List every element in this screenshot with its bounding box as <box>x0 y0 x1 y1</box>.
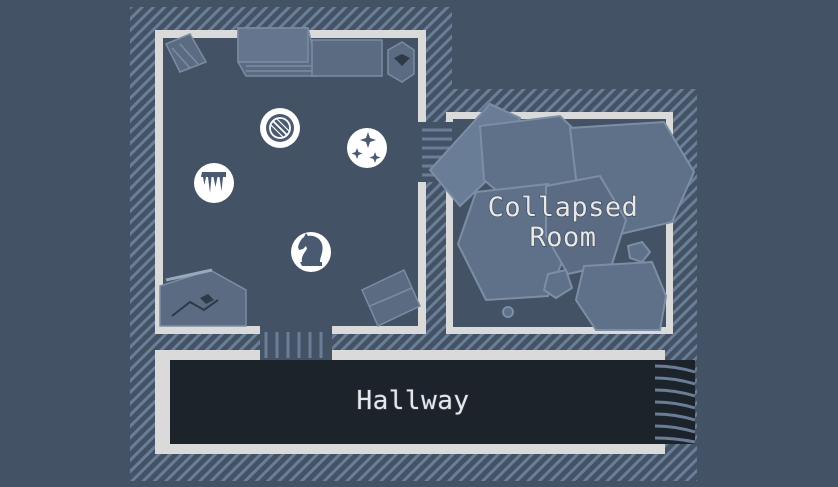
crate-stack <box>237 27 383 77</box>
stairs-south-door <box>260 326 332 360</box>
collapsed-room-label-line-2: Room <box>529 222 596 253</box>
broken-chair <box>164 33 208 73</box>
chess-knight-icon <box>298 233 323 266</box>
lantern-pedestal <box>387 41 415 83</box>
icicle-icon <box>201 172 226 193</box>
sparkle-icon <box>351 132 381 163</box>
collapsed-rubble <box>428 102 696 331</box>
marker-sparkle[interactable] <box>347 128 387 168</box>
hallway-label: Hallway <box>356 386 469 416</box>
broken-table <box>159 268 247 327</box>
stairs-hallway-east <box>654 364 696 444</box>
small-crate <box>361 268 421 328</box>
forbidden-icon <box>266 114 294 142</box>
marker-knight[interactable] <box>291 232 331 272</box>
hallway <box>155 350 695 454</box>
marker-forbidden[interactable] <box>260 108 300 148</box>
collapsed-room-label-line-1: Collapsed <box>488 192 639 223</box>
marker-icicle[interactable] <box>194 163 234 203</box>
